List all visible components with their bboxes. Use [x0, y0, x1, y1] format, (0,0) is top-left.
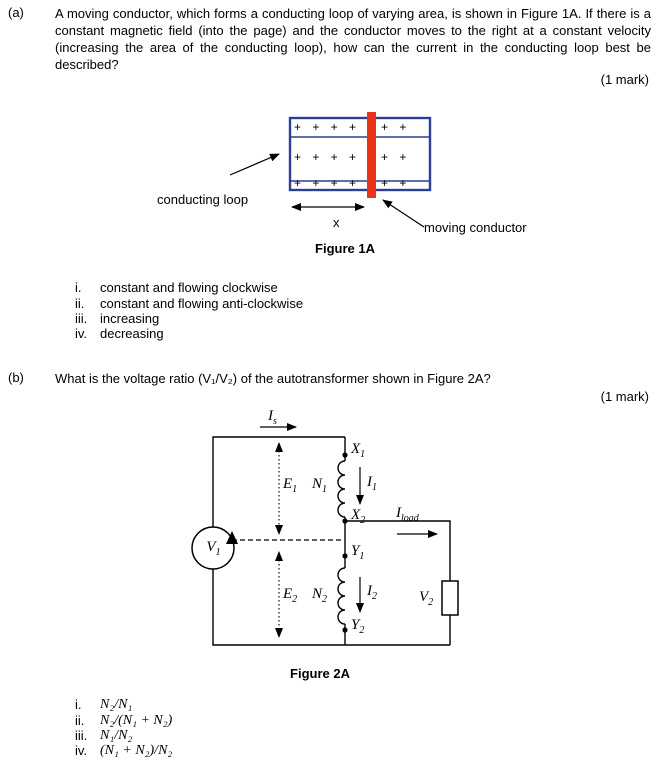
tap-up-arrowhead: [226, 531, 238, 544]
option-text: constant and flowing clockwise: [100, 280, 278, 295]
v2-load-resistor: [441, 580, 459, 616]
moving-conductor-label: moving conductor: [424, 220, 527, 235]
v2-label: V2: [419, 589, 434, 609]
option-a-i: i. constant and flowing clockwise: [75, 280, 278, 295]
option-text: increasing: [100, 311, 160, 326]
option-a-iv: iv. decreasing: [75, 326, 164, 341]
terminal-x1-dot: [342, 452, 348, 458]
n1-label: N1: [312, 476, 328, 496]
figure-2a-circuit: [191, 423, 459, 646]
option-text: N₂/N₁: [100, 697, 133, 712]
y1-label: Y1: [351, 543, 365, 563]
question-a-label: (a): [8, 5, 24, 20]
field-row: + + + +: [294, 120, 361, 134]
conducting-loop-label: conducting loop: [157, 192, 249, 207]
x-dimension-label: x: [333, 215, 340, 230]
field-row: + +: [381, 176, 411, 190]
option-text: (N₁ + N₂)/N₂: [100, 743, 173, 758]
question-b-text: What is the voltage ratio (V₁/V₂) of the…: [55, 371, 491, 386]
field-row: + +: [381, 150, 411, 164]
option-b-iv: iv. (N₁ + N₂)/N₂: [75, 743, 172, 758]
y2-label: Y2: [351, 617, 365, 637]
x1-label: X1: [351, 441, 366, 461]
option-numeral: iv.: [75, 326, 88, 341]
iload-label: Iload: [396, 505, 419, 525]
wire-bottom: [212, 569, 450, 646]
option-numeral: ii.: [75, 296, 85, 311]
terminal-x2-dot: [342, 518, 348, 524]
option-text: decreasing: [100, 326, 164, 341]
coil-n2: [337, 567, 346, 625]
question-a-marks: (1 mark): [600, 72, 649, 87]
i2-label: I2: [367, 583, 377, 603]
option-numeral: iii.: [75, 311, 88, 326]
option-b-iii: iii. N₁/N₂: [75, 728, 132, 743]
field-row: + +: [381, 120, 411, 134]
field-row: + + + +: [294, 150, 361, 164]
v1-label: V1: [206, 539, 221, 559]
terminal-y1-dot: [342, 553, 348, 559]
x2-label: X2: [351, 507, 366, 527]
option-numeral: ii.: [75, 713, 85, 728]
question-b-label: (b): [8, 370, 24, 385]
option-numeral: i.: [75, 697, 82, 712]
option-numeral: iii.: [75, 728, 88, 743]
n2-label: N2: [312, 586, 328, 606]
i1-label: I1: [367, 474, 377, 494]
option-a-iii: iii. increasing: [75, 311, 159, 326]
question-b-marks: (1 mark): [600, 389, 649, 404]
field-row: + + + +: [294, 176, 361, 190]
figure-2a-caption: Figure 2A: [290, 666, 350, 681]
e1-label: E1: [283, 476, 298, 496]
figure-1a-caption: Figure 1A: [315, 241, 375, 256]
coil-n1: [337, 460, 346, 518]
option-text: N₁/N₂: [100, 728, 133, 743]
option-text: constant and flowing anti-clockwise: [100, 296, 304, 311]
option-numeral: iv.: [75, 743, 88, 758]
moving-conductor-bar: [367, 112, 376, 198]
e2-label: E2: [283, 586, 298, 606]
question-a-text: A moving conductor, which forms a conduc…: [55, 6, 651, 72]
option-a-ii: ii. constant and flowing anti-clockwise: [75, 296, 303, 311]
is-label: Is: [268, 408, 277, 428]
option-b-ii: ii. N₂/(N₁ + N₂): [75, 713, 172, 728]
moving-conductor-pointer-line: [382, 199, 425, 228]
conducting-loop-pointer-arrow: [229, 153, 280, 176]
option-numeral: i.: [75, 280, 82, 295]
option-b-i: i. N₂/N₁: [75, 697, 132, 712]
terminal-y2-dot: [342, 627, 348, 633]
option-text: N₂/(N₁ + N₂): [100, 713, 173, 728]
